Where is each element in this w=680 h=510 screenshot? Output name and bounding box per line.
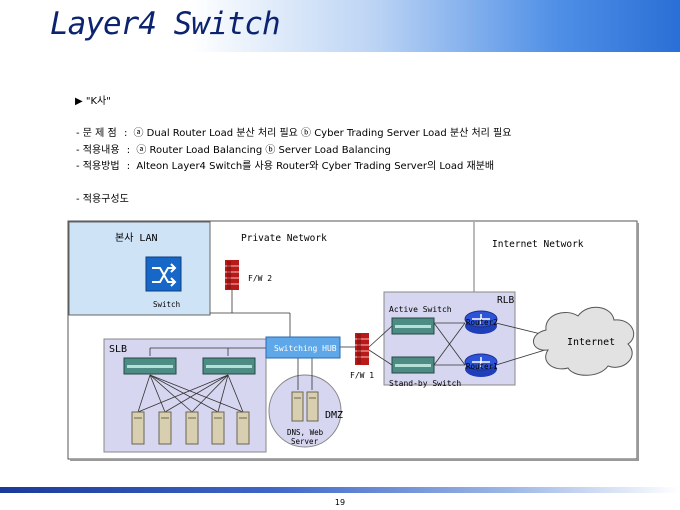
line-label: - 적용방법 xyxy=(76,161,120,172)
fw1-label: F/W 1 xyxy=(350,371,374,380)
server-icon xyxy=(211,411,225,445)
router1-icon xyxy=(464,353,498,377)
line-text: ⓐ Dual Router Load 분산 처리 필요 ⓑ Cyber Trad… xyxy=(133,128,512,139)
switching-hub xyxy=(265,336,341,359)
rlb-label: RLB xyxy=(497,295,514,306)
dns-web-label-1: DNS, Web xyxy=(287,428,324,437)
firewall-icon xyxy=(355,333,369,365)
line-separator: : xyxy=(126,145,131,156)
active-switch-label: Active Switch xyxy=(389,305,452,314)
title-bar xyxy=(0,0,680,52)
router1-label: Router1 xyxy=(466,362,498,371)
switching-hub-label: Switching HUB xyxy=(274,344,337,353)
dmz-area xyxy=(268,374,342,448)
server-icon xyxy=(236,411,250,445)
company-name: "K사" xyxy=(85,96,111,107)
active-l4-switch xyxy=(391,317,435,335)
slb-l4-switch xyxy=(202,357,256,375)
server-icon xyxy=(131,411,145,445)
line-label: - 적용내용 xyxy=(76,145,120,156)
arrow-right-icon: ▶ xyxy=(75,96,83,107)
private-network-label: Private Network xyxy=(241,233,327,244)
page-title: Layer4 Switch xyxy=(50,6,281,42)
line-separator: : xyxy=(126,161,131,172)
page-number: 19 xyxy=(334,498,346,507)
dmz-server-icon xyxy=(306,391,319,422)
section-heading: - 적용구성도 xyxy=(76,194,129,205)
dns-web-label-2: Server xyxy=(291,437,319,446)
line-label: - 문 제 점 xyxy=(76,128,117,139)
slb-label: SLB xyxy=(109,344,127,355)
internet-label: Internet xyxy=(567,337,615,348)
internet-network-label: Internet Network xyxy=(492,239,584,250)
connection-lines xyxy=(137,290,546,413)
content-line: - 적용내용 : ⓐ Router Load Balancing ⓑ Serve… xyxy=(76,141,391,156)
fw2-label: F/W 2 xyxy=(248,274,272,283)
footer-bar xyxy=(0,487,680,493)
line-text: Alteon Layer4 Switch를 사용 Router와 Cyber T… xyxy=(136,161,495,172)
dmz-label: DMZ xyxy=(325,410,343,421)
switch-icon xyxy=(145,256,182,292)
method-line: - 적용방법 : Alteon Layer4 Switch를 사용 Router… xyxy=(76,157,494,172)
firewall-icon xyxy=(225,260,239,290)
router2-icon xyxy=(464,310,498,334)
line-separator: : xyxy=(123,128,128,139)
internet-cloud-icon xyxy=(533,306,635,376)
switch-label: Switch xyxy=(153,300,180,309)
problem-line: - 문 제 점 : ⓐ Dual Router Load 분산 처리 필요 ⓑ … xyxy=(76,124,511,139)
standby-switch-label: Stand-by Switch xyxy=(389,379,461,388)
line-text: ⓐ Router Load Balancing ⓑ Server Load Ba… xyxy=(136,145,391,156)
slb-l4-switch xyxy=(123,357,177,375)
server-icon xyxy=(158,411,172,445)
server-icon xyxy=(185,411,199,445)
router2-label: Router2 xyxy=(466,318,498,327)
hq-lan-area xyxy=(68,221,211,316)
dmz-server-icon xyxy=(291,391,304,422)
hq-lan-label: 본사 LAN xyxy=(115,232,157,244)
standby-l4-switch xyxy=(391,356,435,374)
company-heading: ▶ "K사" xyxy=(75,92,111,107)
